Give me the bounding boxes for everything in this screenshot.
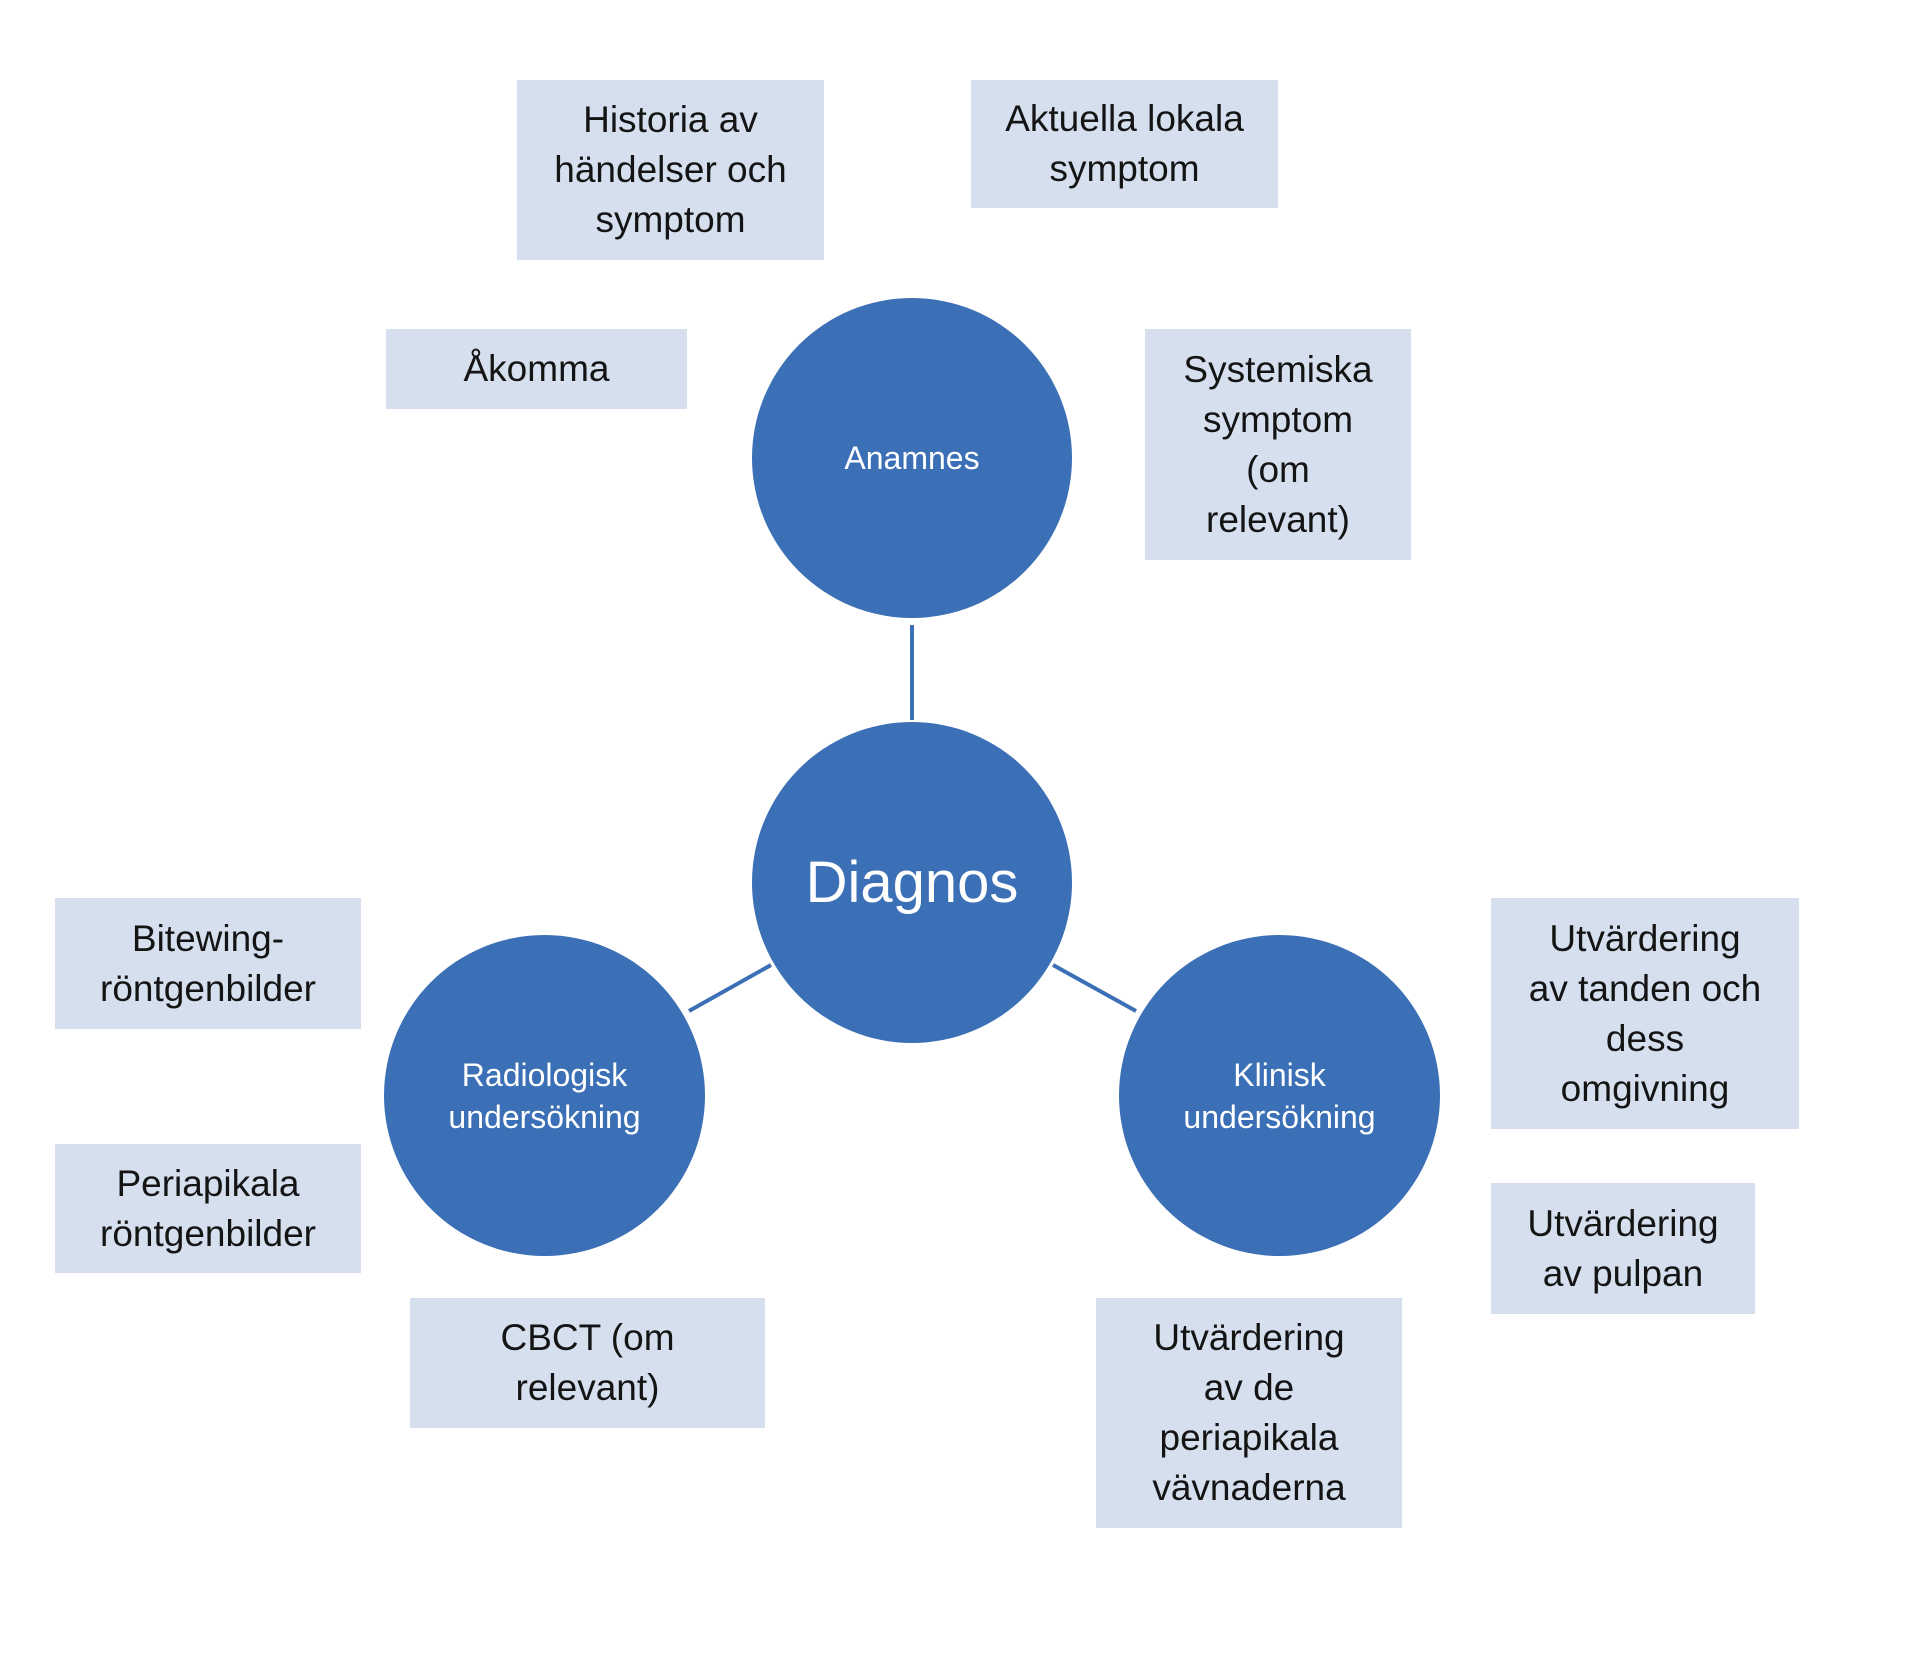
link-diagnos-radiologisk [688,963,772,1013]
box-aktuella-lokala-symptom: Aktuella lokala symptom [971,80,1278,208]
box-akomma: Åkomma [386,329,687,409]
box-utvardering-periapikala-vavnader: Utvärdering av de periapikala vävnaderna [1096,1298,1402,1528]
box-systemiska-symptom: Systemiska symptom (om relevant) [1145,329,1411,560]
box-cbct-label: CBCT (om relevant) [500,1317,675,1408]
box-bitewing: Bitewing- röntgenbilder [55,898,361,1029]
box-periapikala-rontgen-label: Periapikala röntgenbilder [100,1162,316,1254]
node-radiologisk: Radiologisk undersökning [384,935,705,1256]
box-aktuella-label: Aktuella lokala symptom [1005,98,1244,189]
node-klinisk-label: Klinisk undersökning [1183,1056,1376,1135]
box-akomma-label: Åkomma [463,348,610,389]
node-anamnes-label: Anamnes [844,440,980,476]
box-tanden-label: Utvärdering av tanden och dess omgivning [1528,917,1762,1109]
box-periapikala-rontgenbilder: Periapikala röntgenbilder [55,1144,361,1273]
node-klinisk: Klinisk undersökning [1119,935,1440,1256]
box-systemiska-label: Systemiska symptom (om relevant) [1183,348,1373,540]
link-diagnos-klinisk [1052,963,1137,1013]
box-utvardering-tanden: Utvärdering av tanden och dess omgivning [1491,898,1799,1129]
box-utvardering-pulpan: Utvärdering av pulpan [1491,1183,1755,1314]
box-bitewing-label: Bitewing- röntgenbilder [100,917,316,1009]
node-anamnes: Anamnes [752,298,1072,618]
box-cbct: CBCT (om relevant) [410,1298,765,1428]
node-diagnos: Diagnos [752,722,1072,1043]
box-historia: Historia av händelser och symptom [517,80,824,260]
node-diagnos-label: Diagnos [805,849,1019,915]
box-pulpan-label: Utvärdering av pulpan [1527,1202,1719,1294]
box-historia-label: Historia av händelser och symptom [554,99,787,240]
node-radiologisk-label: Radiologisk undersökning [448,1056,641,1135]
box-periapikala-vavnader-label: Utvärdering av de periapikala vävnaderna [1152,1317,1346,1508]
